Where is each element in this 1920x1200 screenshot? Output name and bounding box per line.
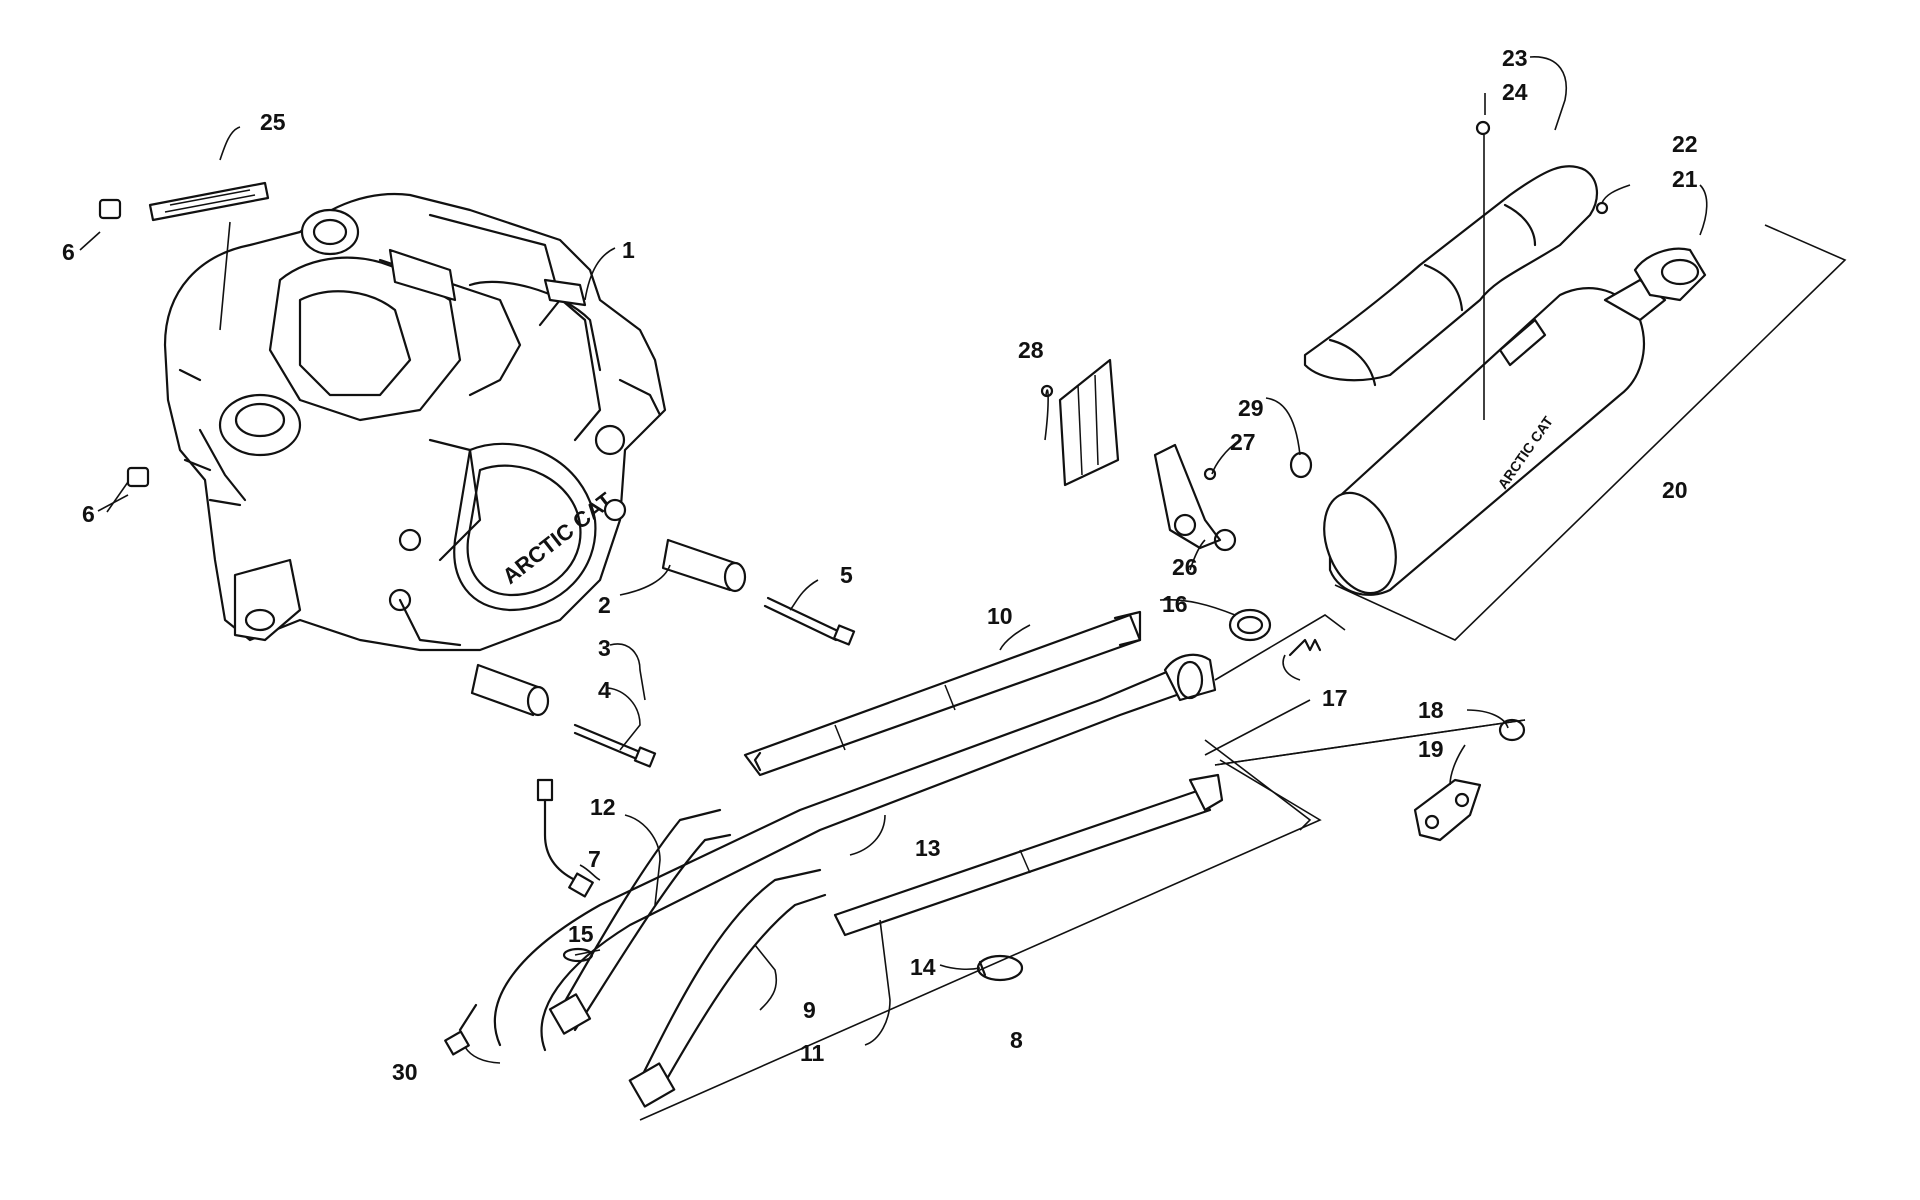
- callout-1: 1: [622, 237, 635, 263]
- engine-assembly: ARCTIC CAT: [163, 193, 667, 652]
- callout-24: 24: [1502, 79, 1528, 105]
- mount-bracket: [1153, 443, 1237, 552]
- callout-22: 22: [1672, 131, 1698, 157]
- callout-3: 3: [598, 635, 611, 661]
- nut-upper: [98, 198, 122, 220]
- callout-16: 16: [1162, 591, 1188, 617]
- spark-arrester: [1633, 247, 1707, 302]
- frame-bracket: [1058, 358, 1120, 487]
- grommet: [1289, 451, 1313, 479]
- bolt-lower: [573, 723, 657, 768]
- mid-pipe: [493, 653, 1217, 1052]
- shield-screw: [1475, 120, 1491, 136]
- callout-26: 26: [1172, 554, 1198, 580]
- callout-30: 30: [392, 1059, 418, 1085]
- callout-5: 5: [840, 562, 853, 588]
- arrester-screw: [1595, 201, 1609, 215]
- muffler: ARCTIC CAT: [1323, 278, 1667, 596]
- label-plate: [148, 181, 270, 222]
- heat-shield-front: [833, 773, 1224, 937]
- callout-8: 8: [1010, 1027, 1023, 1053]
- callout-11: 11: [800, 1040, 825, 1066]
- callout-21: 21: [1672, 166, 1698, 192]
- callout-6-lower: 6: [82, 501, 95, 527]
- callout-6-upper: 6: [62, 239, 75, 265]
- exhaust-seal: [1228, 608, 1272, 642]
- callout-10: 10: [987, 603, 1013, 629]
- callout-7: 7: [588, 846, 601, 872]
- muffler-heat-shield: [1303, 165, 1598, 387]
- callout-17: 17: [1322, 685, 1348, 711]
- heat-shield-rear: [743, 610, 1142, 777]
- callout-4: 4: [598, 677, 611, 703]
- callout-12: 12: [590, 794, 616, 820]
- flange-bolt: [444, 1003, 478, 1056]
- callout-9: 9: [803, 997, 816, 1023]
- rear-mount-bracket: [1413, 778, 1482, 842]
- callout-25: 25: [260, 109, 286, 135]
- callout-2: 2: [598, 592, 611, 618]
- callout-20: 20: [1662, 477, 1688, 503]
- callout-18: 18: [1418, 697, 1444, 723]
- nut-lower: [126, 466, 150, 488]
- callout-28: 28: [1018, 337, 1044, 363]
- oxygen-sensor: [536, 778, 594, 898]
- exhaust-spring: [1288, 638, 1322, 657]
- mount-bushing-upper: [661, 538, 747, 593]
- callout-13: 13: [915, 835, 941, 861]
- callout-29: 29: [1238, 395, 1264, 421]
- callout-15: 15: [568, 921, 594, 947]
- callout-23: 23: [1502, 45, 1528, 71]
- callout-27: 27: [1230, 429, 1256, 455]
- gasket: [562, 947, 594, 963]
- mount-bushing-lower: [470, 663, 550, 717]
- callout-14: 14: [910, 954, 936, 980]
- callout-19: 19: [1418, 736, 1444, 762]
- header-pipe-front: [548, 808, 732, 1035]
- bolt-upper: [763, 596, 856, 646]
- header-pipe-rear: [628, 868, 827, 1108]
